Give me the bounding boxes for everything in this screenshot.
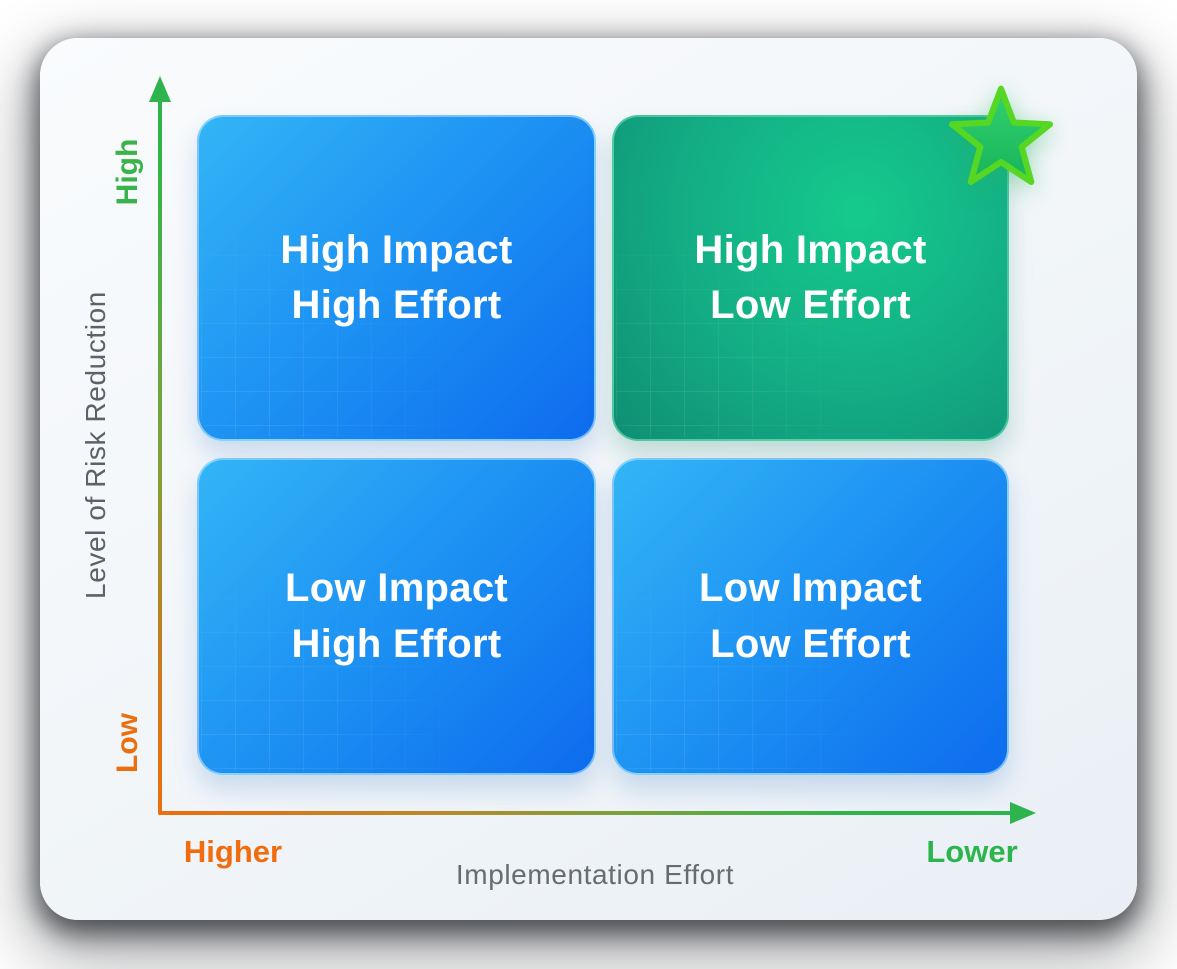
quadrant-high-impact-high-effort: High Impact High Effort bbox=[197, 115, 596, 441]
matrix-panel: High Low Level of Risk Reduction Higher … bbox=[40, 38, 1137, 920]
y-axis-line bbox=[158, 96, 162, 815]
y-axis-low-label: Low bbox=[111, 713, 144, 773]
quadrant-label-line1: High Impact bbox=[280, 227, 513, 272]
quadrant-label-line1: Low Impact bbox=[284, 566, 509, 611]
x-axis-higher-label: Higher bbox=[183, 834, 283, 869]
x-axis-title: Implementation Effort bbox=[455, 859, 735, 890]
quadrant-low-impact-low-effort: Low Impact Low Effort bbox=[612, 458, 1009, 775]
quadrant-high-impact-low-effort: High Impact Low Effort bbox=[612, 115, 1009, 441]
quadrant-label-line1: Low Impact bbox=[698, 566, 923, 611]
y-axis-arrowhead-icon bbox=[149, 76, 171, 102]
quadrant-label-line2: Low Effort bbox=[710, 621, 911, 666]
quadrant-label-line1: High Impact bbox=[694, 227, 927, 272]
star-icon bbox=[948, 85, 1054, 185]
x-axis-line bbox=[158, 811, 1014, 815]
quadrant-label-line2: High Effort bbox=[291, 283, 502, 327]
quadrant-grid: High Impact High Effort High Impact Low … bbox=[197, 115, 1009, 775]
x-axis-arrowhead-icon bbox=[1010, 802, 1036, 824]
y-axis-high-label: High bbox=[111, 138, 144, 206]
quadrant-low-impact-high-effort: Low Impact High Effort bbox=[197, 458, 596, 775]
x-axis-lower-label: Lower bbox=[926, 834, 1018, 869]
quadrant-label-line2: High Effort bbox=[291, 621, 502, 666]
quadrant-label-line2: Low Effort bbox=[710, 283, 911, 327]
y-axis-title: Level of Risk Reduction bbox=[80, 291, 111, 599]
